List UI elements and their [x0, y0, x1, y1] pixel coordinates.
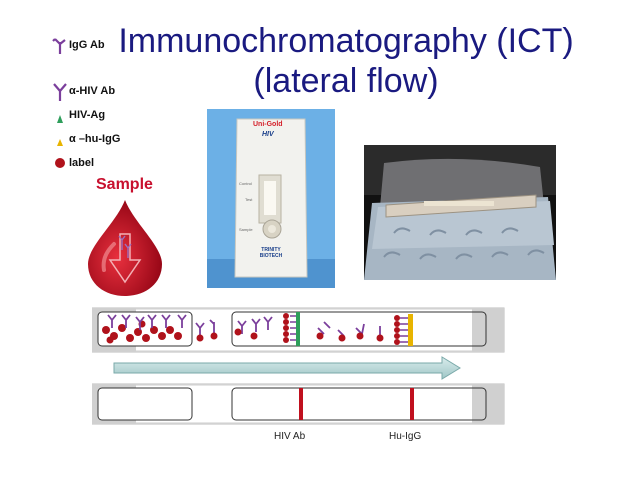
legend-item-anti-hu-igg: α –hu-IgG: [52, 130, 162, 150]
legend-label: α-HIV Ab: [69, 85, 116, 97]
anti-hiv-ab-icon: [53, 83, 67, 101]
device-mark-test: Test: [245, 197, 253, 202]
igg-ab-icon: [52, 38, 66, 54]
label-icon: [55, 158, 65, 168]
blood-drop-icon: [88, 200, 162, 296]
device-product: HIV: [262, 131, 274, 138]
legend-label: label: [69, 157, 95, 169]
legend-item-label: label: [52, 154, 162, 174]
legend-item-hiv-ag: HIV-Ag: [52, 106, 162, 126]
device-mark-sample: Sample: [239, 227, 253, 232]
device-mark-control: Control: [239, 181, 252, 186]
hiv-ab-test-line: [299, 388, 303, 420]
device-photo: Uni-Gold HIV Control Test Sample TRINITY…: [207, 109, 335, 288]
page-subtitle: (lateral flow): [253, 62, 439, 100]
hu-igg-control-line: [410, 388, 414, 420]
legend-item-anti-hiv-ab: α-HIV Ab: [52, 82, 162, 102]
device-brand: Uni-Gold: [253, 121, 283, 128]
legend-label: IgG Ab: [69, 39, 105, 51]
device-maker: TRINITY BIOTECH: [259, 247, 283, 259]
anti-hu-igg-icon: [57, 139, 63, 146]
legend-item-igg-ab: IgG Ab: [52, 36, 162, 56]
hu-igg-line-label: Hu-IgG: [389, 431, 422, 442]
strip-result-diagram: [92, 383, 505, 425]
hiv-ab-line-label: HIV Ab: [274, 431, 306, 442]
strip-flow-diagram: [92, 307, 505, 353]
tray-photo: [364, 145, 556, 280]
hiv-ag-icon: [57, 115, 63, 123]
legend-label: α –hu-IgG: [69, 133, 121, 145]
legend-label: HIV-Ag: [69, 109, 106, 121]
page-title: Immunochromatography (ICT): [118, 22, 574, 60]
sample-label: Sample: [96, 176, 153, 193]
flow-arrow-icon: [113, 356, 461, 380]
